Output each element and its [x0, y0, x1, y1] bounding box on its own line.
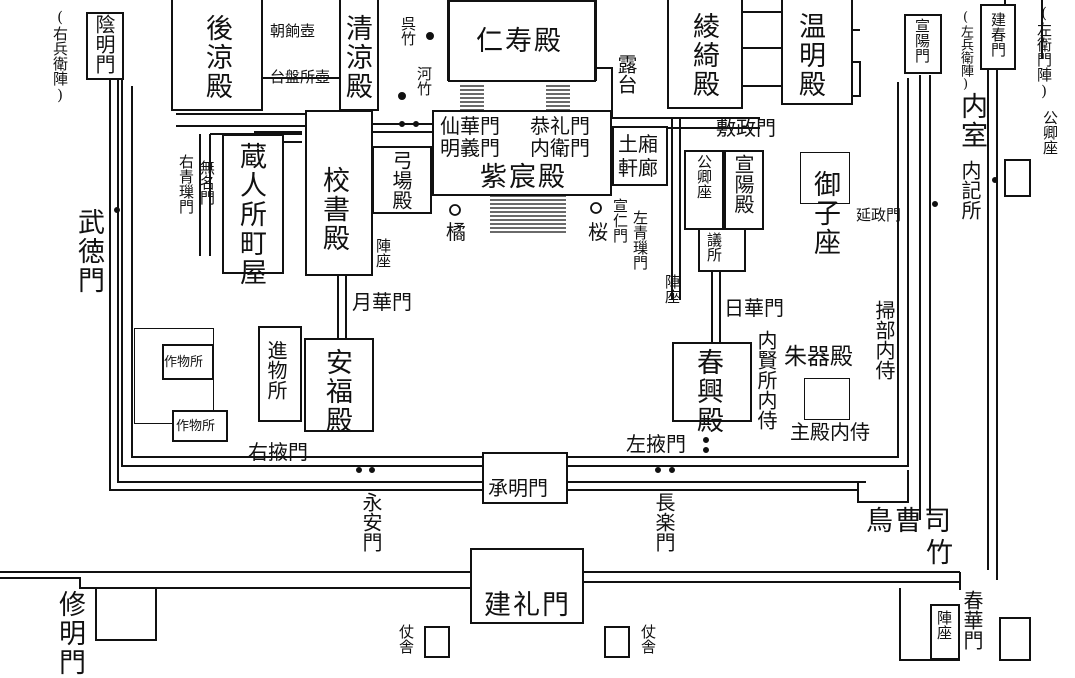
label-shishin-den: 紫宸殿	[480, 162, 567, 193]
shunko-box	[672, 342, 752, 422]
label-kurodo-dokoro-machiya: 蔵人所町屋	[235, 142, 266, 287]
shukki-box	[804, 378, 850, 420]
label-uhyoe-jin: (右兵衛陣)	[51, 8, 69, 104]
label-shumei-mon: 修明門	[54, 590, 85, 677]
label-chososhi: 鳥曹司	[866, 506, 953, 537]
label-tsuchibisashi: 土廂	[618, 132, 658, 156]
label-kenshun-mon-top: 建春門	[989, 12, 1007, 57]
label-shomei-mon: 承明門	[488, 476, 548, 500]
label-seiryo-den: 清涼殿	[341, 14, 372, 101]
label-koryo-den: 後涼殿	[201, 14, 232, 101]
label-sakumotsu-dokoro-1: 作物所	[164, 355, 204, 370]
label-senyo-mon: 宣陽門	[913, 18, 931, 63]
label-gisho: 議所	[705, 232, 723, 262]
tsuchibisashi-box	[612, 126, 668, 186]
kenrei-box	[470, 548, 584, 624]
label-hyoe-jin-left: (左兵衛陣)	[958, 10, 973, 92]
label-ummei-den: 温明殿	[794, 12, 825, 99]
label-naie-jin: 内衛門	[530, 136, 590, 160]
label-tachibana: 橘	[446, 220, 466, 244]
label-fusei-mon: 敷政門	[716, 116, 776, 140]
jinza-bottom-box	[930, 604, 960, 660]
label-kyorei-mon: 恭礼門	[530, 114, 590, 138]
shishinden-box	[432, 110, 612, 196]
inmei-box	[86, 12, 124, 80]
label-senka-mon: 仙華門	[440, 114, 500, 138]
label-kosho-den: 校書殿	[318, 166, 349, 253]
jousha-left-box	[424, 626, 450, 658]
label-muna-mon: 無名門	[198, 160, 216, 205]
label-kawatake: 河竹	[415, 66, 433, 96]
label-shinmotsu-dokoro: 進物所	[264, 340, 288, 400]
label-shuden-naiji: 主殿内侍	[790, 420, 870, 444]
goshiza-box	[800, 152, 850, 204]
label-kugyo-za-right: 公卿座	[1041, 110, 1059, 155]
label-ryoki-den: 綾綺殿	[688, 12, 719, 99]
label-emon-jin-left: (左衛門陣)	[1035, 4, 1053, 100]
label-gekka-mon: 月華門	[352, 290, 412, 314]
label-meigi-mon: 明義門	[440, 136, 500, 160]
kugyoza-box	[684, 150, 724, 230]
label-take: 竹	[926, 538, 955, 569]
senyoden-box	[724, 150, 764, 230]
label-choraku-mon: 長楽門	[652, 492, 676, 552]
senyo-mon-box	[904, 14, 942, 74]
label-kuretake: 呉竹	[399, 16, 417, 46]
label-daiban-dokoro-tsubo: 台盤所壺	[270, 68, 331, 86]
yuba-box	[372, 146, 432, 214]
label-butoku-mon: 武徳門	[73, 208, 104, 295]
label-ensei-mon: 延政門	[856, 206, 902, 224]
label-hidari-seisa-mon: 左青璅門	[631, 210, 649, 270]
jousha-right-box	[604, 626, 630, 658]
shinmotsu-box	[258, 326, 302, 422]
label-shunko-den: 春興殿	[692, 348, 723, 435]
label-naiken-dokoro-naiji: 内賢所内侍	[754, 330, 778, 430]
label-nikka-mon: 日華門	[724, 296, 784, 320]
label-kenro: 軒廊	[618, 156, 658, 180]
jijuden-box	[448, 0, 596, 82]
label-naishitsu: 内室	[956, 92, 987, 150]
kenshun-box	[980, 4, 1016, 70]
label-hidari-eki-mon: 左掖門	[626, 432, 686, 456]
label-senyo-den: 宣陽殿	[731, 154, 755, 214]
label-sakumotsu-dokoro-2: 作物所	[176, 419, 216, 434]
label-naiki-dokoro: 内記所	[958, 160, 982, 220]
label-jinza-right: 陣座	[663, 274, 681, 304]
label-kenrei-mon: 建礼門	[484, 590, 571, 621]
label-jousha-left: 仗舎	[397, 624, 415, 654]
label-chogarei-tsubo: 朝餉壺	[270, 22, 316, 40]
label-goshi-za: 御子座	[809, 170, 840, 257]
label-yuba-den: 弓場殿	[389, 150, 413, 210]
label-jousha-right: 仗舎	[639, 624, 657, 654]
shomei-box	[482, 452, 568, 504]
label-rodai: 露台	[614, 54, 638, 94]
label-anpuku-den: 安福殿	[321, 348, 352, 435]
label-eian-mon: 永安門	[359, 492, 383, 552]
label-jinza-left: 陣座	[374, 238, 392, 268]
label-kugyo-za: 公卿座	[695, 154, 713, 199]
sakumotsu-box-1	[162, 344, 214, 380]
label-shukki-den: 朱器殿	[784, 344, 853, 370]
label-jiju-den: 仁寿殿	[476, 26, 563, 57]
label-inmei-mon: 陰明門	[92, 14, 116, 74]
label-migi-seisa-mon: 右青璅門	[177, 154, 195, 214]
sakumotsu-box-2	[172, 410, 228, 442]
kurodo-box	[222, 134, 284, 274]
anpuku-box	[304, 338, 374, 432]
label-migi-eki-mon: 右掖門	[248, 440, 308, 464]
label-jinza-bottom: 陣座	[935, 610, 953, 640]
label-shunka-mon: 春華門	[960, 590, 984, 650]
label-sakura: 桜	[588, 220, 608, 244]
label-sen-nin-mon: 宣仁門	[611, 198, 629, 243]
gisho-box	[698, 228, 746, 272]
label-kamon-naiji: 掃部内侍	[872, 300, 896, 380]
